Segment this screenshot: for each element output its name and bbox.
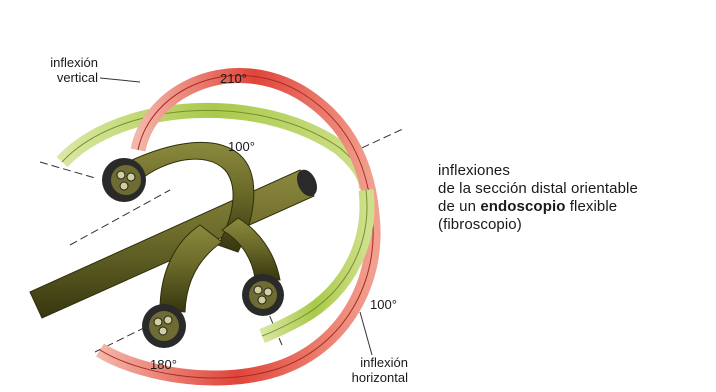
- caption-line-3-prefix: de un: [438, 198, 480, 215]
- caption-line-3-suffix: flexible: [565, 198, 617, 215]
- angle-210-label: 210°: [220, 71, 247, 86]
- caption-bold-term: endoscopio: [480, 198, 565, 215]
- bent-tip-lower-right: [222, 218, 284, 316]
- vertical-flexion-label-line2: vertical: [57, 70, 98, 85]
- leader-horizontal: [360, 312, 372, 355]
- caption-line-1: inflexiones: [438, 162, 708, 180]
- angle-100-top-label: 100°: [228, 139, 255, 154]
- angle-180-label: 180°: [150, 357, 177, 372]
- caption-line-2: de la sección distal orientable: [438, 180, 708, 198]
- diagram-caption: inflexiones de la sección distal orienta…: [438, 162, 708, 234]
- horizontal-flexion-label-line2: horizontal: [352, 370, 408, 385]
- horizontal-flexion-label: inflexión horizontal: [336, 355, 408, 385]
- vertical-flexion-label: inflexión vertical: [36, 55, 98, 85]
- caption-line-4: (fibroscopio): [438, 216, 708, 234]
- caption-line-3: de un endoscopio flexible: [438, 198, 708, 216]
- vertical-flexion-label-line1: inflexión: [50, 55, 98, 70]
- angle-100-right-label: 100°: [370, 297, 397, 312]
- horizontal-flexion-label-line1: inflexión: [360, 355, 408, 370]
- leader-vertical: [100, 78, 140, 82]
